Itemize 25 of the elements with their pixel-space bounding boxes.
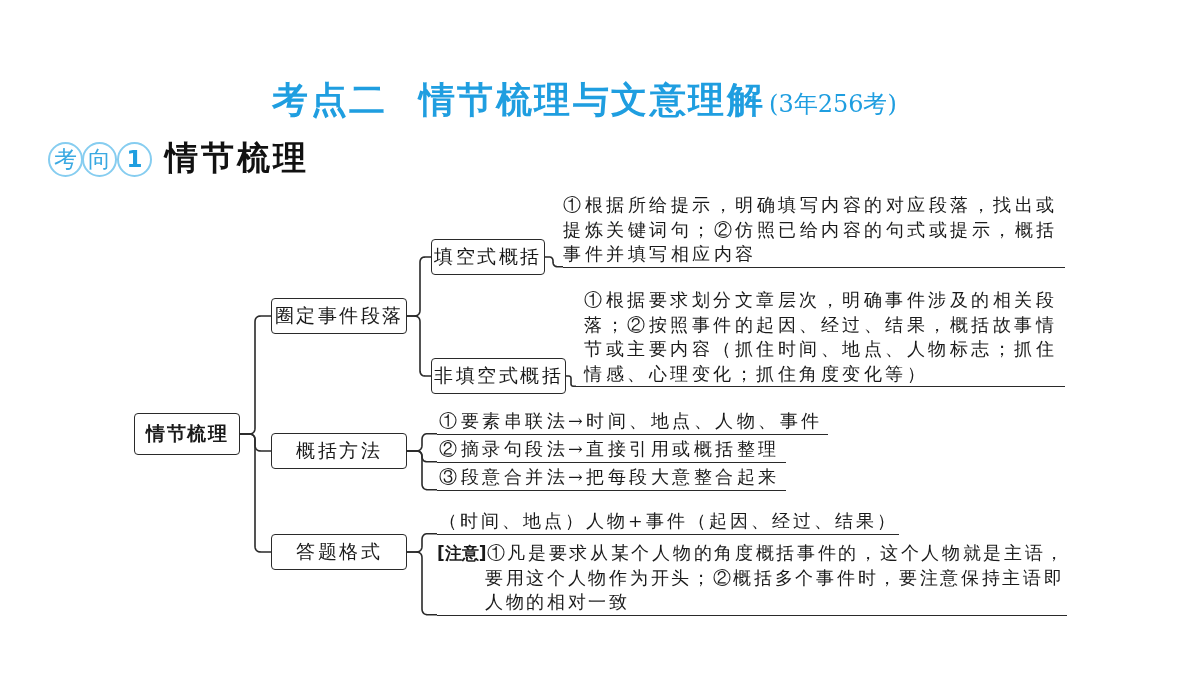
underlined-note: ①要素串联法→时间、地点、人物、事件 <box>437 409 828 435</box>
underlined-note: [注意]①凡是要求从某个人物的角度概括事件的，这个人物就是主语，要用这个人物作为开头；②概括多个事件时，要注意保持主语即人物的相对一致 <box>437 541 1067 616</box>
topic-box: 概括方法 <box>271 433 407 469</box>
underlined-note: ①根据所给提示，明确填写内容的对应段落，找出或提炼关键词句；②仿照已给内容的句式或提示，概括事件并填写相应内容 <box>563 193 1065 268</box>
page-title: 考点二 情节梳理与文意理解 <box>272 78 766 122</box>
connector-line <box>239 433 272 553</box>
underlined-note: ②摘录句段法→直接引用或概括整理 <box>437 437 786 463</box>
underlined-note: （时间、地点）人物+事件（起因、经过、结果） <box>437 509 899 535</box>
section-heading: 情节梳理 <box>165 138 309 178</box>
topic-box: 答题格式 <box>271 534 407 570</box>
connector-line <box>406 450 438 491</box>
connector-line <box>406 315 432 377</box>
subtopic-box: 填空式概括 <box>431 239 545 275</box>
subtopic-box: 非填空式概括 <box>431 358 566 394</box>
circled-character: 向 <box>82 142 117 177</box>
connector-line <box>544 256 564 268</box>
root-topic-box: 情节梳理 <box>134 413 240 455</box>
circled-character: 考 <box>48 142 83 177</box>
exam-count-note: (3年256考) <box>769 90 897 119</box>
circled-number: 1 <box>117 142 152 177</box>
topic-box: 圈定事件段落 <box>271 298 407 334</box>
underlined-note: ③段意合并法→把每段大意整合起来 <box>437 465 786 491</box>
connector-line <box>406 551 438 616</box>
underlined-note: ①根据要求划分文章层次，明确事件涉及的相关段落；②按照事件的起因、经过、结果，概括故事情节或主要内容（抓住时间、地点、人物标志；抓住情感、心理变化；抓住角度变化等） <box>576 288 1065 387</box>
connector-line <box>565 375 577 387</box>
